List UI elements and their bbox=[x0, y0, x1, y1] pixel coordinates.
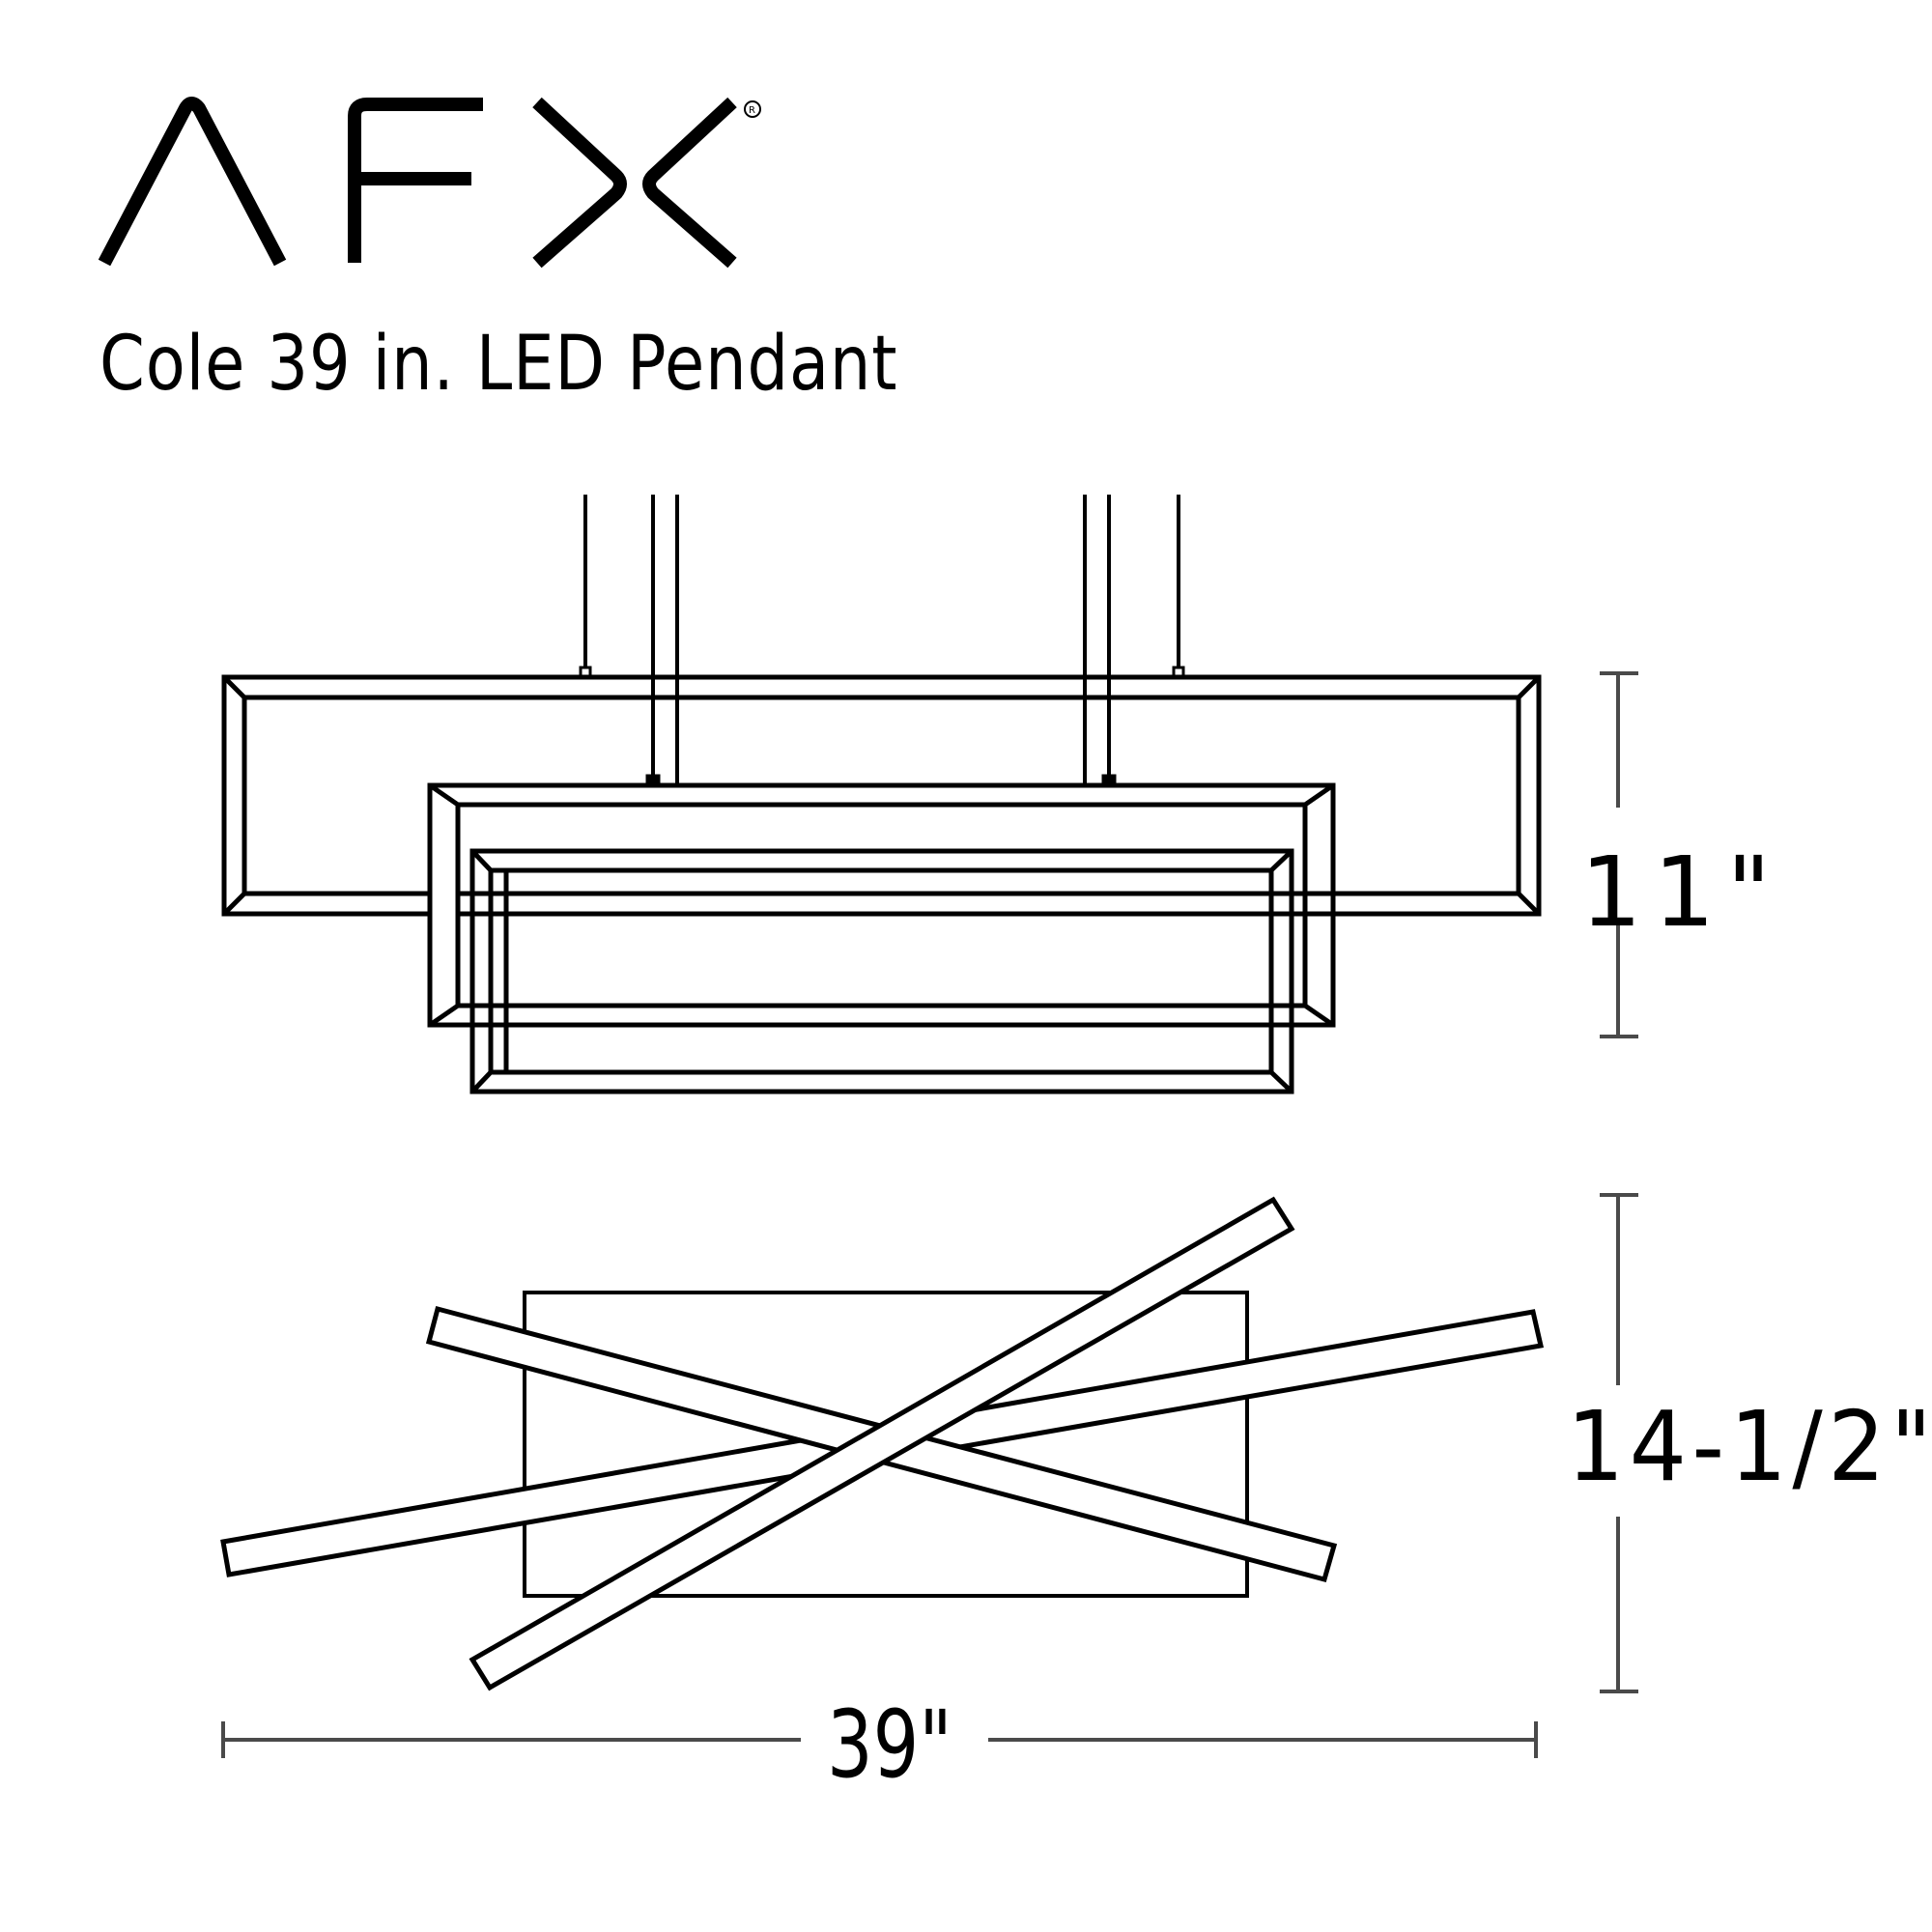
logo-letter-f bbox=[348, 98, 483, 263]
height-label-side: 11" bbox=[1580, 836, 1783, 949]
logo-letter-a bbox=[98, 97, 287, 267]
width-dimension bbox=[221, 1721, 1538, 1758]
depth-label-top: 14-1/2" bbox=[1567, 1390, 1932, 1503]
svg-text:R: R bbox=[749, 105, 755, 116]
large-frame-bar-right bbox=[1292, 891, 1539, 917]
small-frame bbox=[469, 848, 1294, 1094]
led-bar-a bbox=[469, 1196, 1295, 1691]
product-title: Cole 39 in. LED Pendant bbox=[99, 321, 898, 408]
afx-logo: R bbox=[98, 97, 761, 269]
canopy bbox=[523, 1291, 1249, 1598]
medium-frame bbox=[427, 782, 1336, 1028]
top-view bbox=[220, 1196, 1545, 1691]
width-label: 39" bbox=[827, 1690, 952, 1799]
side-view bbox=[221, 495, 1542, 1094]
registered-mark-icon bbox=[744, 100, 761, 118]
depth-dimension-top bbox=[1600, 1193, 1638, 1693]
height-dimension-side bbox=[1600, 671, 1638, 1038]
logo-letter-x bbox=[532, 97, 737, 269]
